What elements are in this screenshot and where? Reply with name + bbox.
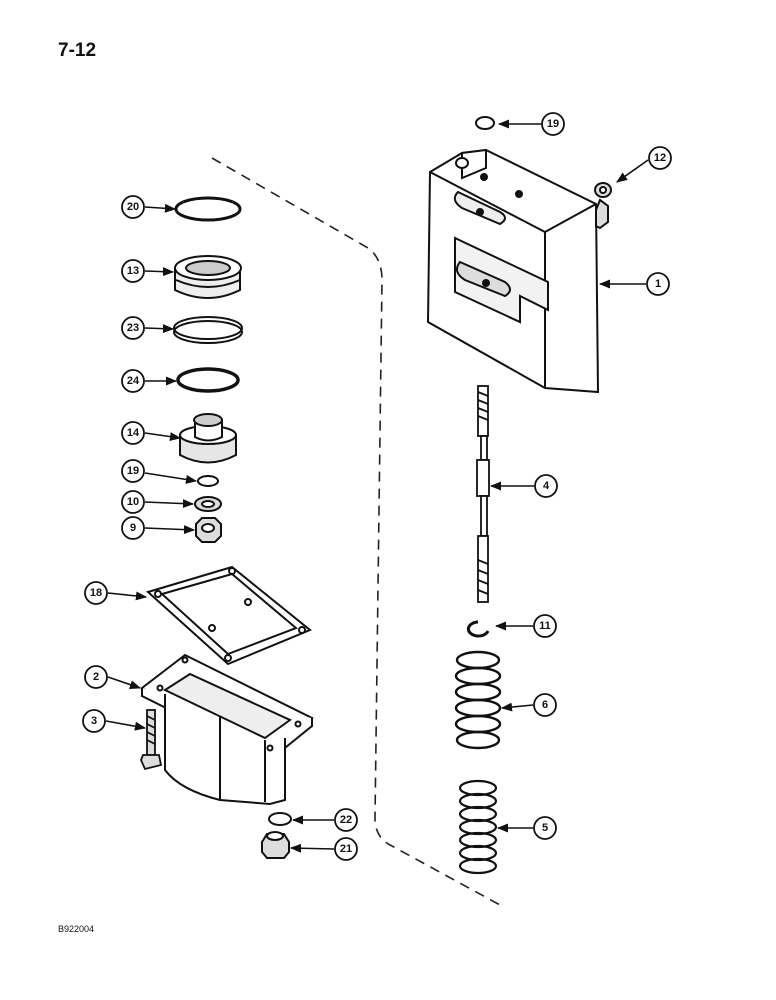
shaft-part <box>476 385 490 603</box>
callout-13 <box>121 259 145 283</box>
callout-23 <box>121 316 145 340</box>
leader-line <box>107 591 148 601</box>
callout-label: 12 <box>654 152 666 164</box>
callout-2 <box>84 665 108 689</box>
leader-line <box>289 843 335 853</box>
callout-label: 21 <box>340 843 352 855</box>
drawing-code: B922004 <box>58 924 95 934</box>
inner-spring-part <box>458 779 498 875</box>
plug-part <box>594 182 612 198</box>
callout-4 <box>534 474 558 498</box>
callout-label: 19 <box>127 465 139 477</box>
housing-part <box>140 653 314 806</box>
callout-label: 4 <box>543 480 550 492</box>
backup-ring-part <box>173 316 243 344</box>
callout-label: 1 <box>655 278 661 290</box>
leader-line <box>144 525 196 535</box>
leader-line <box>144 499 195 509</box>
callout-6 <box>533 693 557 717</box>
leader-line <box>500 702 534 712</box>
callout-19-mid <box>121 459 145 483</box>
callout-label: 24 <box>127 375 140 387</box>
callout-label: 6 <box>542 699 548 711</box>
gasket-part <box>146 565 312 666</box>
callout-9 <box>121 516 145 540</box>
callout-label: 11 <box>539 620 551 632</box>
callout-10 <box>121 490 145 514</box>
leader-line <box>144 267 175 277</box>
callout-label: 22 <box>340 814 352 826</box>
callout-label: 3 <box>91 715 97 727</box>
piston-part <box>179 413 237 464</box>
callout-19-top <box>541 112 565 136</box>
callout-21 <box>334 837 358 861</box>
leader-line <box>105 720 147 731</box>
callout-14 <box>121 421 145 445</box>
o-ring-part <box>176 367 240 393</box>
outer-spring-part <box>454 650 502 750</box>
leader-line <box>144 324 175 334</box>
drain-seal-part <box>268 812 292 826</box>
seal-part <box>174 255 242 299</box>
callout-label: 2 <box>93 671 99 683</box>
callout-label: 10 <box>127 496 139 508</box>
callout-label: 5 <box>542 822 548 834</box>
callout-1 <box>646 272 670 296</box>
callout-18 <box>84 581 108 605</box>
leader-line <box>144 472 198 484</box>
nut-part <box>195 517 222 543</box>
callout-12 <box>648 146 672 170</box>
small-snap-ring-part <box>197 475 219 487</box>
callout-11 <box>533 614 557 638</box>
callout-5 <box>533 816 557 840</box>
leader-line <box>144 432 182 442</box>
callout-20 <box>121 195 145 219</box>
callout-label: 9 <box>130 522 136 534</box>
washer-part <box>194 496 222 512</box>
bolt-part <box>140 709 163 771</box>
leader-line <box>144 203 177 213</box>
callout-label: 20 <box>127 201 139 213</box>
callout-label: 18 <box>90 587 102 599</box>
leader-line <box>616 159 649 183</box>
callout-24 <box>121 369 145 393</box>
callout-label: 19 <box>547 118 559 130</box>
callout-label: 13 <box>127 265 139 277</box>
callout-22 <box>334 808 358 832</box>
page-number: 7-12 <box>58 40 97 61</box>
leader-line <box>107 676 142 689</box>
valve-body-part <box>426 148 609 394</box>
callout-label: 14 <box>127 427 140 439</box>
retaining-ring-part <box>466 620 490 638</box>
callout-label: 23 <box>127 322 139 334</box>
snap-ring-part <box>475 116 495 130</box>
alignment-dashed-line <box>211 157 501 906</box>
callout-3 <box>82 709 106 733</box>
o-ring-part <box>174 196 242 222</box>
drain-plug-part <box>261 831 290 859</box>
